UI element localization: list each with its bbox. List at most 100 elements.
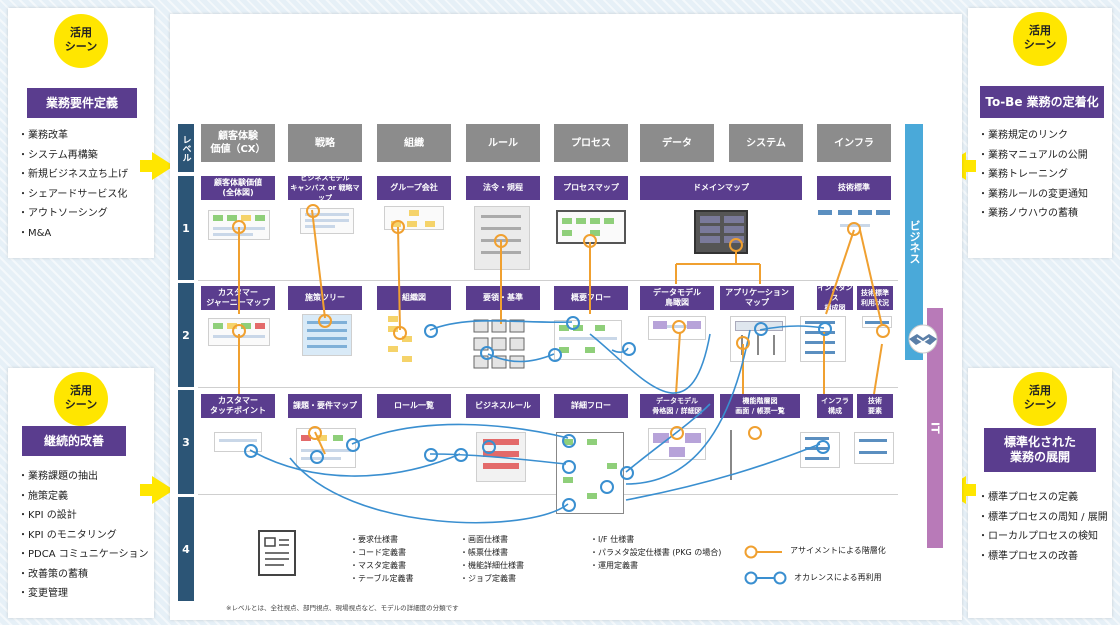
process-box-data-model-detail: データモデル 骨格図 / 詳細図 [640, 394, 714, 418]
list-item: 業務トレーニング [978, 165, 1088, 185]
occurrence-node [566, 316, 580, 330]
panel-title: 標準化された 業務の展開 [984, 428, 1096, 472]
process-box-role-list: ロール一覧 [377, 394, 451, 418]
process-box-tech-element: 技術 要素 [857, 394, 893, 418]
footer-doc-item: 画面仕様書 [460, 534, 508, 545]
panel-title: To-Be 業務の定着化 [980, 86, 1104, 118]
right-top-panel: 活用 シーン To-Be 業務の定着化 業務規定のリンク 業務マニュアルの公開 … [968, 8, 1112, 258]
occurrence-node [454, 448, 468, 462]
footer-doc-item: 機能詳細仕様書 [460, 560, 524, 571]
assignment-node [736, 336, 750, 350]
assignment-node [318, 314, 332, 328]
document-icon [256, 528, 300, 578]
row-divider [198, 280, 898, 281]
scene-list: 業務改革 システム再構築 新規ビジネス立ち上げ シェアードサービス化 アウトソー… [18, 126, 128, 243]
guidelines-thumbnail [472, 318, 530, 372]
process-box-issue-map: 課題・要件マップ [288, 394, 362, 418]
list-item: 標準プロセスの周知 / 展開 [978, 508, 1108, 528]
occurrence-node [424, 324, 438, 338]
assignment-node [391, 220, 405, 234]
process-box-business-model: ビジネスモデル キャンバス or 戦略マップ [288, 174, 362, 202]
tech-element-thumbnail [854, 432, 894, 464]
process-box-infra-config: インフラ 構成 [817, 394, 853, 418]
list-item: 業務課題の抽出 [18, 467, 149, 487]
occurrence-node [480, 346, 494, 360]
model-framework-panel: レベル 1 2 3 4 顧客体験 価値（CX） 戦略 組織 ルール プロセス デ… [170, 14, 962, 620]
column-header-system: システム [729, 124, 803, 162]
footer-doc-item: マスタ定義書 [350, 560, 406, 571]
handshake-icon [903, 324, 943, 354]
process-box-tech-standard: 技術標準 [817, 176, 891, 200]
list-item: 業務規定のリンク [978, 126, 1088, 146]
level-1: 1 [178, 176, 194, 280]
row-divider [198, 494, 898, 495]
assignment-node [672, 320, 686, 334]
panel-title: 継続的改善 [22, 426, 126, 456]
assignment-node [876, 324, 890, 338]
list-item: 業務改革 [18, 126, 128, 146]
occurrence-node [482, 440, 496, 454]
list-item: システム再構築 [18, 146, 128, 166]
assignment-node [232, 220, 246, 234]
column-header-strategy: 戦略 [288, 124, 362, 162]
level-4: 4 [178, 497, 194, 601]
usage-scene-badge: 活用 シーン [54, 14, 108, 68]
process-box-data-model-overview: データモデル 鳥瞰図 [640, 286, 714, 310]
function-hierarchy-thumbnail [730, 430, 780, 492]
legend-occurrence-icon [744, 570, 788, 585]
process-box-guidelines: 要領・基準 [466, 286, 540, 310]
issue-map-thumbnail [296, 428, 356, 468]
list-item: 新規ビジネス立ち上げ [18, 165, 128, 185]
assignment-node [583, 234, 597, 248]
footer-doc-item: 帳票仕様書 [460, 547, 508, 558]
list-item: ローカルプロセスの検知 [978, 527, 1108, 547]
scene-list: 標準プロセスの定義 標準プロセスの周知 / 展開 ローカルプロセスの検知 標準プ… [978, 488, 1108, 566]
list-item: KPI の設計 [18, 506, 149, 526]
footnote: ※レベルとは、全社視点、部門視点、現場視点など、モデルの詳細度の分類です [226, 604, 459, 612]
footer-doc-item: I/F 仕様書 [590, 534, 634, 545]
process-box-group-company: グループ会社 [377, 176, 451, 200]
process-box-cx-overview: 顧客体験価値 (全体図) [201, 176, 275, 200]
group-company-thumbnail [384, 206, 444, 230]
process-map-thumbnail [556, 210, 626, 244]
process-box-laws: 法令・規程 [466, 176, 540, 200]
footer-doc-item: コード定義書 [350, 547, 406, 558]
footer-doc-item: 運用定義書 [590, 560, 638, 571]
arrow-right-icon [152, 152, 174, 180]
right-bottom-panel: 活用 シーン 標準化された 業務の展開 標準プロセスの定義 標準プロセスの周知 … [968, 368, 1112, 618]
assignment-node [670, 426, 684, 440]
occurrence-node [754, 322, 768, 336]
footer-doc-item: パラメタ設定仕様書 (PKG の場合) [590, 547, 721, 558]
list-item: 改善策の蓄積 [18, 565, 149, 585]
occurrence-node [562, 434, 576, 448]
assignment-node [308, 426, 322, 440]
occurrence-node [562, 460, 576, 474]
process-box-measure-tree: 施策ツリー [288, 286, 362, 310]
list-item: 変更管理 [18, 584, 149, 604]
footer-doc-item: テーブル定義書 [350, 573, 414, 584]
business-bar: ビジネス [905, 124, 923, 360]
list-item: KPI のモニタリング [18, 526, 149, 546]
assignment-node [494, 234, 508, 248]
list-item: 業務ルールの変更通知 [978, 185, 1088, 205]
occurrence-node [818, 322, 832, 336]
arrow-icon [140, 160, 152, 172]
level-2: 2 [178, 283, 194, 387]
usage-scene-badge: 活用 シーン [54, 372, 108, 426]
occurrence-node [244, 444, 258, 458]
level-3: 3 [178, 390, 194, 494]
process-box-domain-map: ドメインマップ [640, 176, 802, 200]
arrow-icon [966, 160, 976, 172]
scene-list: 業務課題の抽出 施策定義 KPI の設計 KPI のモニタリング PDCA コミ… [18, 467, 149, 604]
occurrence-node [562, 498, 576, 512]
occurrence-node [622, 342, 636, 356]
process-box-function-hierarchy: 機能階層図 画面 / 帳票一覧 [720, 394, 800, 418]
arrow-icon [966, 484, 976, 496]
list-item: 標準プロセスの定義 [978, 488, 1108, 508]
occurrence-node [346, 438, 360, 452]
occurrence-node [620, 466, 634, 480]
assignment-node [306, 204, 320, 218]
assignment-node [232, 324, 246, 338]
scene-list: 業務規定のリンク 業務マニュアルの公開 業務トレーニング 業務ルールの変更通知 … [978, 126, 1088, 224]
legend-occurrence-label: オカレンスによる再利用 [794, 573, 882, 582]
